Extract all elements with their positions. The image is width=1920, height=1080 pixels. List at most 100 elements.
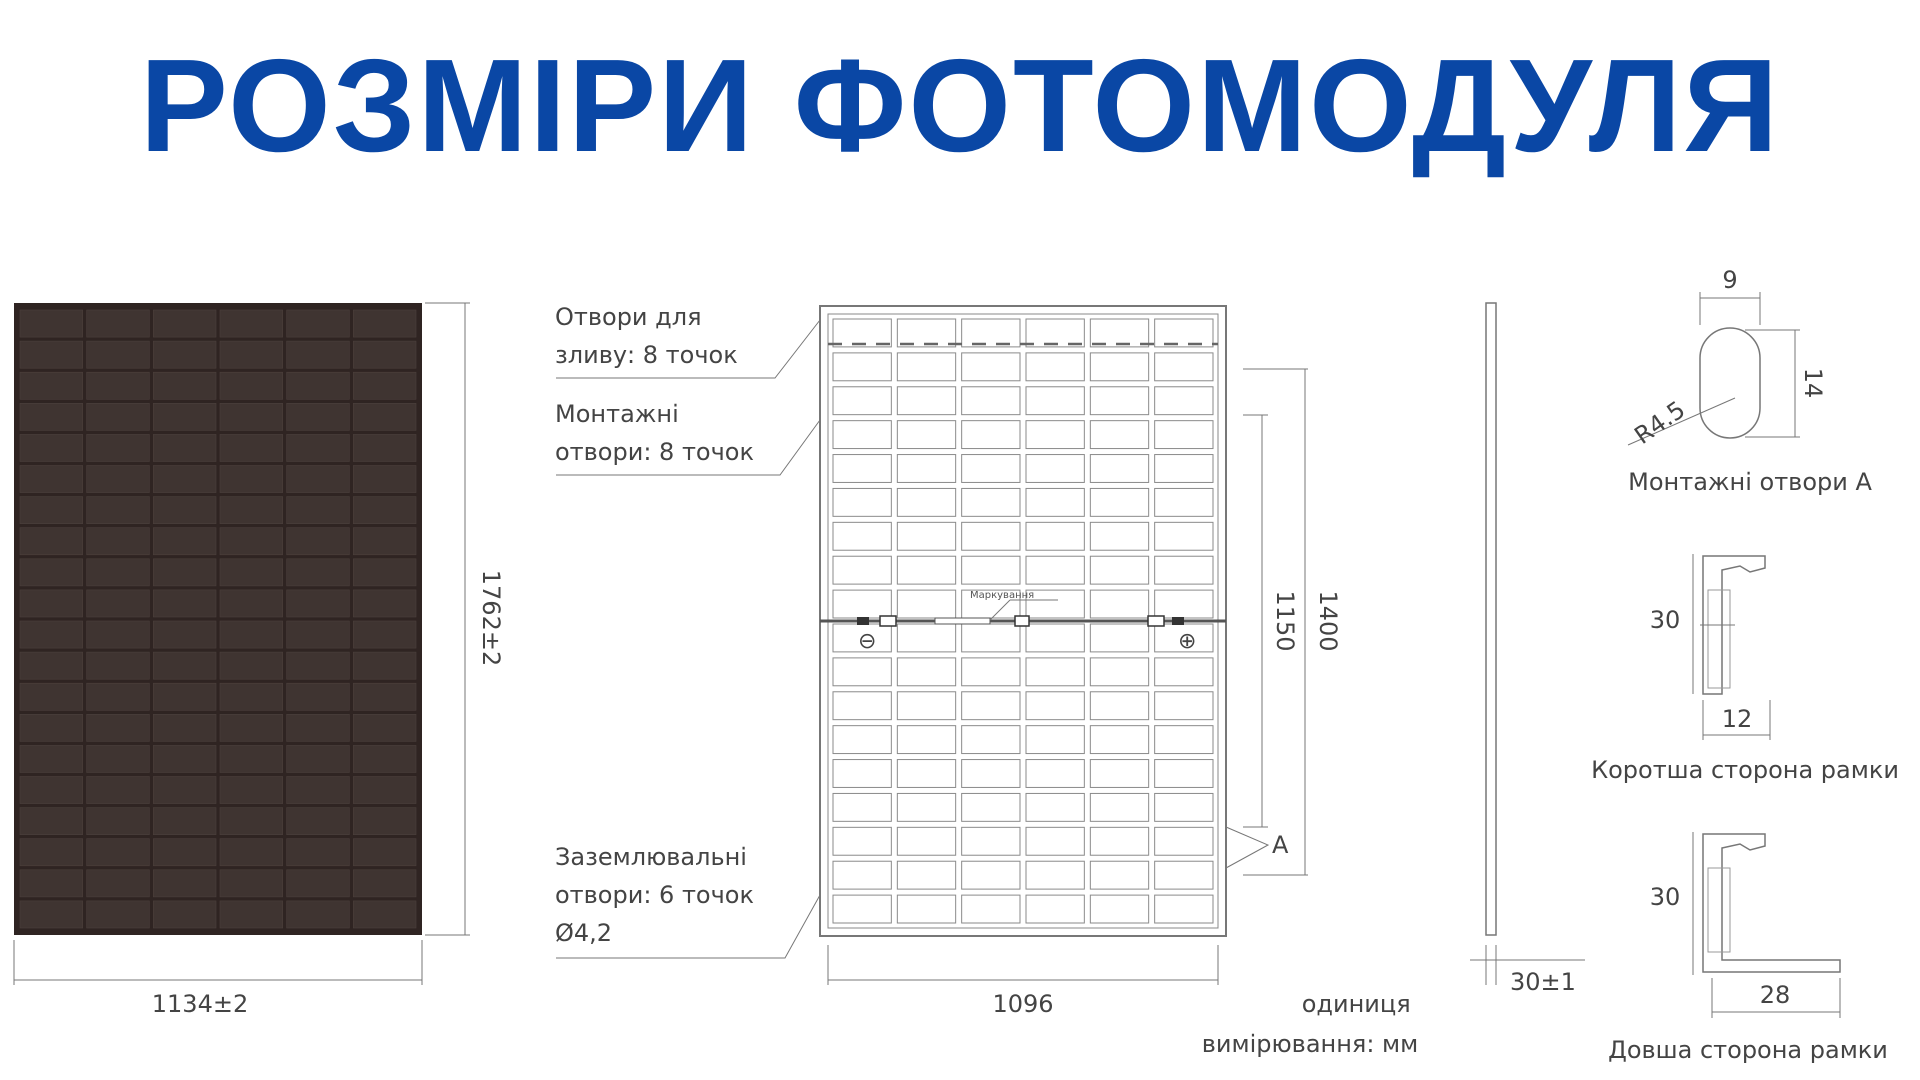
front-cell — [353, 371, 417, 400]
front-cell — [19, 807, 83, 835]
front-cell — [153, 869, 217, 898]
back-cell — [1025, 826, 1085, 856]
back-cell — [1089, 657, 1150, 687]
front-cell — [19, 309, 83, 338]
hole-width-label: 9 — [1722, 266, 1737, 294]
back-cell — [961, 894, 1021, 924]
back-cell — [1089, 555, 1150, 585]
front-cell — [286, 651, 350, 680]
back-cell — [1025, 420, 1085, 450]
back-cell — [1154, 691, 1214, 721]
unit-label: одиниця вимірювання: мм — [1202, 990, 1419, 1058]
dim-1400: 1400 — [1314, 590, 1342, 651]
back-cell — [1089, 420, 1150, 450]
front-cell — [219, 402, 283, 431]
back-cell — [1154, 826, 1214, 856]
back-cell — [1025, 860, 1085, 890]
back-cell — [896, 521, 957, 551]
front-cell — [153, 340, 217, 369]
back-cell — [896, 657, 957, 687]
front-cell — [86, 589, 150, 618]
front-cell — [353, 713, 417, 742]
back-cell — [832, 420, 892, 450]
back-cell — [961, 759, 1021, 788]
front-cell — [153, 589, 217, 618]
back-cell — [1154, 759, 1214, 788]
front-cell — [153, 527, 217, 556]
front-cell — [286, 713, 350, 742]
front-cell — [19, 869, 83, 898]
dim-1150: 1150 — [1271, 590, 1299, 651]
long-frame-height-label: 30 — [1650, 883, 1681, 911]
front-cell — [19, 434, 83, 462]
back-cell — [1089, 792, 1150, 822]
back-cell — [1154, 860, 1214, 890]
front-cell — [353, 651, 417, 680]
back-view: Маркування ⊖ ⊕ Отвори для зливу: 8 точок… — [555, 303, 1418, 1058]
front-cell — [19, 900, 83, 929]
back-cell — [832, 521, 892, 551]
back-cell — [832, 318, 892, 348]
long-frame-detail: 30 28 Довша сторона рамки — [1608, 832, 1888, 1064]
back-cell — [1154, 657, 1214, 687]
back-cell — [896, 826, 957, 856]
front-cell — [19, 589, 83, 618]
front-cell — [153, 558, 217, 587]
back-cell — [1089, 691, 1150, 721]
front-cell — [86, 402, 150, 431]
back-cell — [832, 487, 892, 517]
front-cell — [219, 527, 283, 556]
back-cell — [896, 318, 957, 348]
panel-side — [1485, 302, 1497, 936]
back-cell — [896, 589, 957, 619]
back-cell — [832, 623, 892, 653]
back-cell — [1154, 725, 1214, 755]
point-a-label: A — [1272, 831, 1289, 859]
back-cell — [1025, 623, 1085, 653]
front-cell — [86, 651, 150, 680]
front-cell — [19, 496, 83, 525]
back-cell-grid — [832, 318, 1214, 924]
front-view: 1762±2 1134±2 — [13, 302, 505, 1018]
back-cell — [1154, 420, 1214, 450]
front-cell-grid — [19, 309, 417, 929]
back-cell — [1025, 352, 1085, 382]
front-cell — [219, 340, 283, 369]
back-cell — [1089, 454, 1150, 483]
back-cell — [1025, 759, 1085, 788]
front-cell — [86, 434, 150, 462]
front-cell — [219, 465, 283, 493]
front-cell — [219, 371, 283, 400]
back-cell — [1154, 623, 1214, 653]
back-cell — [1089, 386, 1150, 416]
front-height-label: 1762±2 — [477, 570, 505, 666]
back-cell — [1089, 725, 1150, 755]
front-cell — [353, 900, 417, 929]
front-cell — [219, 651, 283, 680]
front-cell — [286, 807, 350, 835]
back-cell — [832, 555, 892, 585]
back-cell — [832, 894, 892, 924]
back-cell — [1025, 792, 1085, 822]
back-cell — [832, 454, 892, 483]
front-cell — [86, 371, 150, 400]
front-cell — [153, 309, 217, 338]
front-cell — [219, 309, 283, 338]
front-cell — [353, 340, 417, 369]
front-cell — [19, 340, 83, 369]
back-cell — [1154, 521, 1214, 551]
back-cell — [1025, 725, 1085, 755]
front-cell — [219, 838, 283, 867]
back-cell — [896, 691, 957, 721]
front-cell — [19, 651, 83, 680]
back-cell — [961, 589, 1021, 619]
front-cell — [86, 682, 150, 711]
back-cell — [961, 860, 1021, 890]
hole-radius-label: R4.5 — [1629, 396, 1690, 450]
front-cell — [19, 682, 83, 711]
back-cell — [1025, 589, 1085, 619]
back-cell — [1154, 386, 1214, 416]
back-cell — [1025, 691, 1085, 721]
marking-label: Маркування — [970, 590, 1034, 601]
